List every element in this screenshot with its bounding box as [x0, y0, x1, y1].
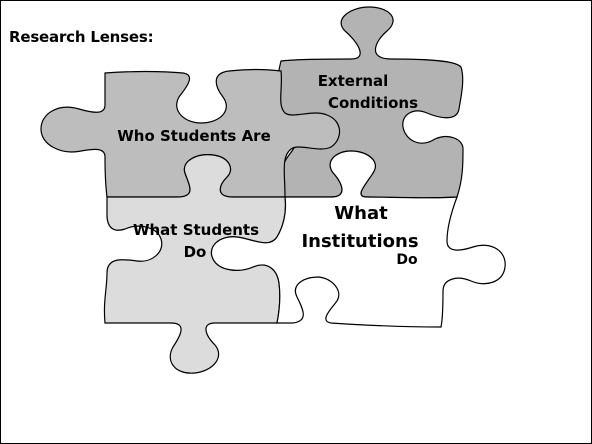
- slide-title: Research Lenses:: [9, 28, 154, 46]
- label-external-conditions-line1: External: [318, 72, 389, 90]
- label-what-students-do-line1: What Students: [133, 221, 259, 239]
- label-what-students-do-line2: Do: [184, 243, 207, 261]
- label-what-institutions-do-line3: Do: [396, 252, 418, 268]
- label-what-institutions-do-line2: Institutions: [301, 231, 418, 252]
- label-who-students-are: Who Students Are: [117, 127, 271, 145]
- label-what-institutions-do-line1: What: [334, 203, 388, 224]
- puzzle-piece-what-institutions-do: [210, 150, 506, 328]
- label-external-conditions-line2: Conditions: [328, 94, 418, 112]
